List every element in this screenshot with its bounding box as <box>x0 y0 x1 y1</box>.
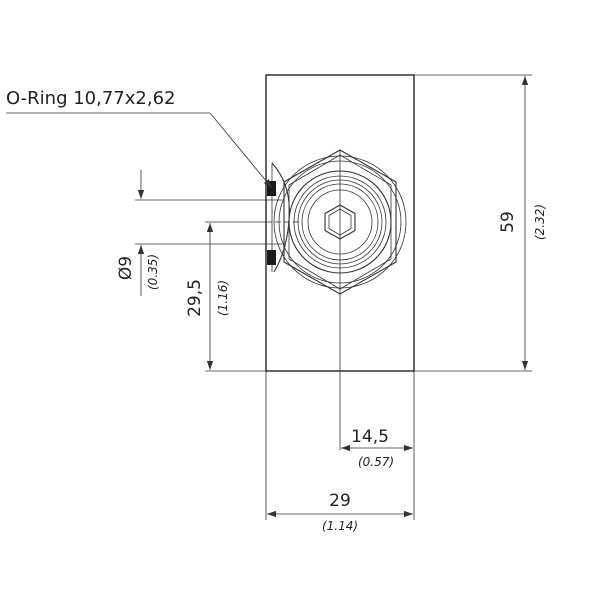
height-imperial-label: (2.32) <box>533 204 547 240</box>
oring-callout-label: O-Ring 10,77x2,62 <box>6 88 176 109</box>
width-imperial-label: (1.14) <box>322 519 358 533</box>
width-label: 29 <box>329 491 351 511</box>
port-height-label: 29,5 <box>185 279 205 317</box>
callout-leader <box>209 112 273 189</box>
port-height-imperial-label: (1.16) <box>216 280 230 316</box>
oring-section-bottom <box>267 250 276 265</box>
oring-section-top <box>267 181 276 196</box>
height-label: 59 <box>498 211 518 233</box>
center-offset-imperial-label: (0.57) <box>358 455 394 469</box>
center-offset-label: 14,5 <box>351 427 389 447</box>
port-diameter-imperial-label: (0.35) <box>146 254 160 290</box>
port-diameter-label: Ø9 <box>116 256 136 280</box>
